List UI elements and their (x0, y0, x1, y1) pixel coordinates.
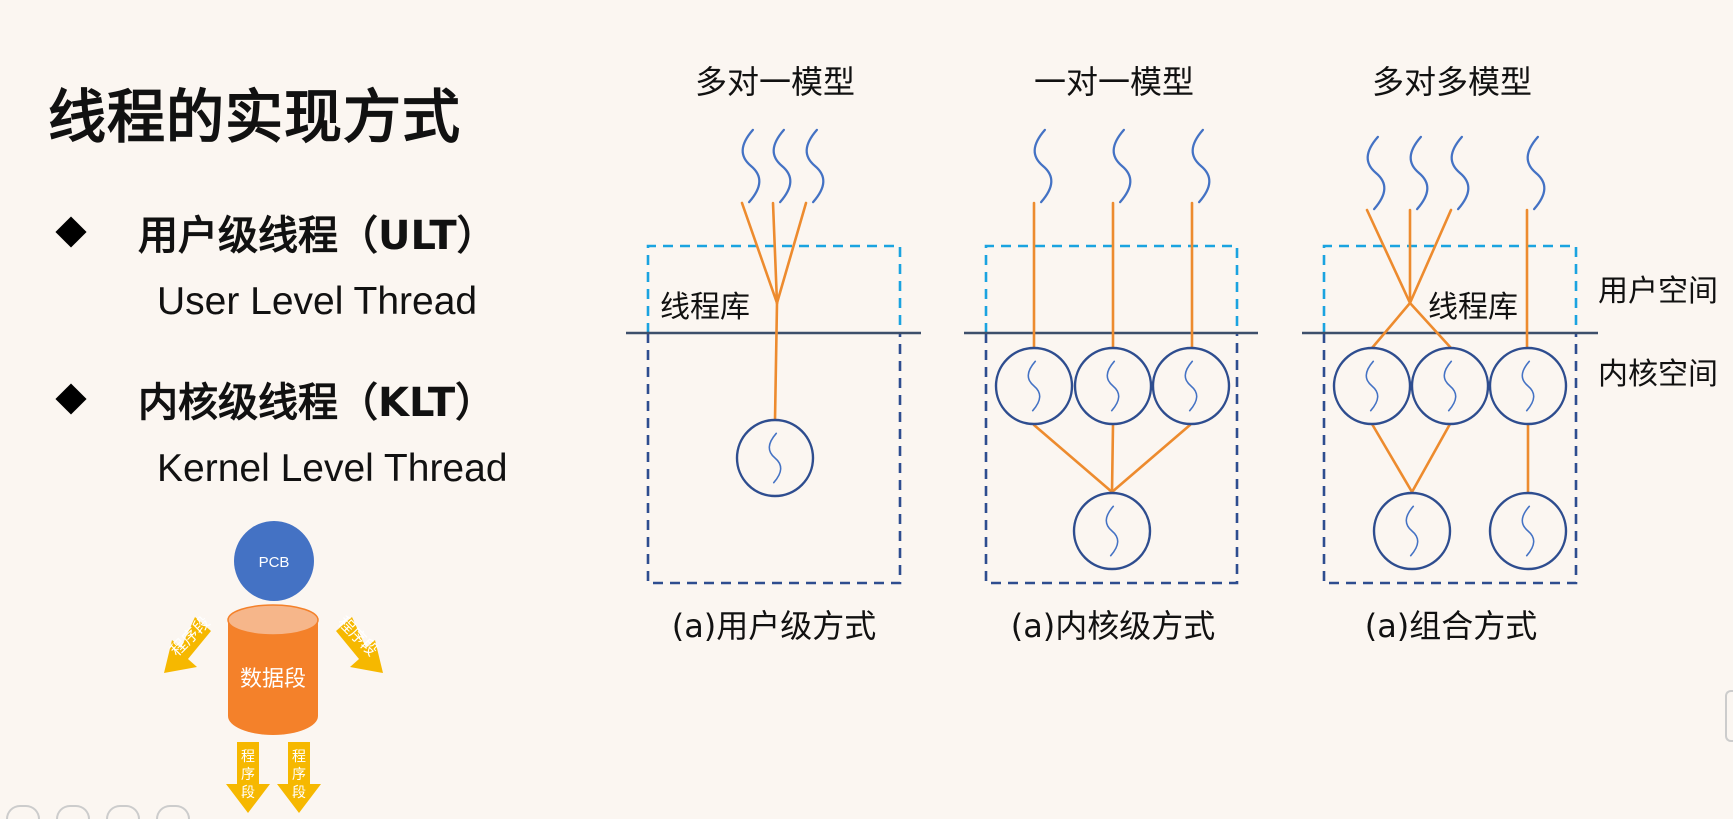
caption-kernel-level: (a)内核级方式 (1011, 607, 1216, 645)
program-segment-down-left-label: 程序段 (241, 748, 255, 800)
program-segment-arrow-right (336, 617, 383, 673)
pcb-label: PCB (259, 554, 290, 571)
bullet-klt-heading: 内核级线程（KLT） (138, 380, 496, 426)
user-thread-icon (1409, 135, 1429, 211)
model-title-one-to-one: 一对一模型 (1034, 63, 1194, 101)
data-segment-cylinder-top (227, 604, 319, 636)
bullet-ult-subtitle: User Level Thread (157, 280, 478, 323)
thread-lib-label-1: 线程库 (660, 290, 750, 325)
user-thread-icon (1191, 128, 1211, 204)
program-segment-arrow-down-left (226, 742, 270, 813)
program-segment-arrow-left (164, 617, 211, 673)
caption-combined: (a)组合方式 (1365, 607, 1538, 645)
user-space-label: 用户空间 (1598, 274, 1718, 309)
user-thread-icon (1033, 128, 1053, 204)
bullet-klt-subtitle: Kernel Level Thread (157, 447, 508, 490)
user-thread-icon (772, 128, 792, 204)
nav-back-icon[interactable] (6, 805, 40, 819)
pcb-circle (234, 521, 314, 601)
page-title: 线程的实现方式 (48, 83, 462, 151)
nav-menu-icon[interactable] (56, 805, 90, 819)
data-segment-label: 数据段 (240, 667, 306, 692)
model-title-many-to-one: 多对一模型 (695, 63, 855, 101)
side-panel-handle[interactable] (1725, 690, 1733, 742)
data-segment-cylinder (228, 620, 318, 735)
user-space-box-2 (984, 244, 1239, 333)
nav-more-icon[interactable] (156, 805, 190, 819)
nav-zoom-icon[interactable] (106, 805, 140, 819)
pcb-illustration: 程序段 程序段 数据段 PCB 程序段 程序段 (164, 521, 383, 813)
user-thread-icon (805, 128, 825, 204)
program-segment-down-right-label: 程序段 (292, 748, 306, 800)
caption-user-level: (a)用户级方式 (672, 607, 877, 645)
bullet-ult-heading: 用户级线程（ULT） (138, 213, 497, 259)
thread-lib-label-3: 线程库 (1428, 290, 1518, 325)
user-thread-icon (1112, 128, 1132, 204)
kernel-space-label: 内核空间 (1598, 357, 1718, 392)
user-thread-icon (741, 128, 761, 204)
model-title-many-to-many: 多对多模型 (1372, 63, 1532, 101)
program-segment-arrow-down-right (277, 742, 321, 813)
user-thread-icon (1450, 135, 1470, 211)
kernel-space-box-2 (984, 333, 1239, 585)
kernel-space-box-3 (1322, 333, 1578, 585)
bullet-ult: 用户级线程（ULT） (52, 203, 497, 261)
user-space-box-3 (1322, 244, 1578, 333)
bullet-klt: 内核级线程（KLT） (52, 370, 495, 428)
user-thread-icon (1526, 135, 1546, 211)
user-thread-icon (1366, 135, 1386, 211)
kernel-space-box-1 (646, 333, 902, 585)
slide-nav-controls (6, 805, 190, 819)
